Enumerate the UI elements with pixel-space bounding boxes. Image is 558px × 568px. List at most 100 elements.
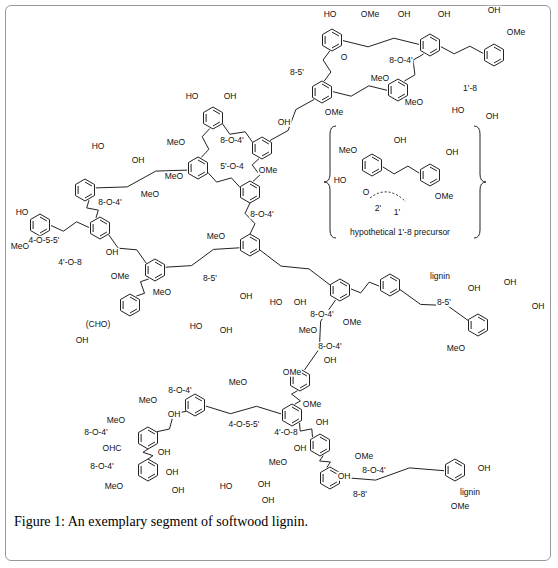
group-label: MeO (166, 138, 186, 147)
group-label: MeO (446, 344, 466, 353)
group-label: HO (15, 208, 30, 217)
group-label: OH (503, 278, 518, 287)
bond (365, 157, 379, 173)
bond (189, 157, 208, 179)
linkage-label: 4-O-5-5' (28, 236, 61, 245)
bond (383, 166, 419, 174)
linkage-label: 8-5' (202, 274, 218, 283)
group-label: MeO (338, 146, 358, 155)
group-label: OH (219, 326, 234, 335)
linkage-label: 5'-O-4 (219, 162, 244, 171)
brace (474, 126, 486, 238)
group-label: O (362, 188, 371, 197)
group-label: MeO (268, 458, 288, 467)
bond (241, 181, 260, 203)
group-label: lignin (459, 488, 481, 497)
linkage-label: 4-O-5-5' (228, 420, 261, 429)
bond (76, 179, 95, 201)
bond (260, 250, 330, 285)
group-label: MeO (164, 172, 184, 181)
group-label: OMe (302, 400, 322, 409)
bond (441, 46, 483, 54)
linkage-label: 8-O-4' (97, 198, 122, 207)
group-label: OH (157, 448, 172, 457)
bond (381, 274, 400, 296)
bond (315, 84, 329, 100)
bond (323, 51, 331, 81)
group-label: OH (105, 248, 120, 257)
bond (146, 259, 165, 281)
bond (204, 107, 223, 129)
group-label: OH (277, 118, 292, 127)
group-label: OH (261, 496, 276, 505)
linkage-label: 8-O-4' (167, 386, 192, 395)
bond (206, 406, 281, 414)
bond (331, 279, 350, 301)
group-label: OMe (282, 368, 302, 377)
group-label: OH (165, 468, 180, 477)
bond (191, 160, 205, 176)
bond (148, 262, 162, 278)
group-label: HO (333, 176, 348, 185)
bond (446, 459, 465, 481)
bond (241, 234, 260, 256)
bond (323, 29, 342, 51)
bond (333, 86, 387, 96)
group-label: MeO (298, 326, 318, 335)
group-label: OH (223, 92, 238, 101)
bond (208, 173, 240, 188)
group-label: OH (485, 112, 500, 121)
bond (206, 110, 220, 126)
bond (201, 129, 210, 158)
group-label: HO (451, 106, 466, 115)
bond (333, 282, 347, 298)
group-label: OH (397, 10, 412, 19)
linkage-label: 4'-O-8 (57, 258, 82, 267)
bond (139, 427, 158, 449)
bond (391, 82, 405, 98)
group-label: OH (171, 486, 186, 495)
bond (123, 297, 137, 313)
bond (188, 397, 202, 413)
bond (421, 164, 440, 186)
dashed-bond (370, 192, 406, 202)
bond (292, 391, 301, 405)
bond (121, 294, 140, 316)
bond (448, 462, 462, 478)
bond (141, 462, 155, 478)
bond (91, 217, 110, 239)
bond (243, 237, 257, 253)
bond (96, 170, 187, 188)
bond (313, 81, 332, 103)
bond (323, 470, 337, 486)
bond (341, 468, 444, 480)
group-label: OMe (360, 10, 380, 19)
linkage-label: 8-8' (352, 490, 368, 499)
linkage-label: 8-O-4' (388, 56, 413, 65)
bond (325, 32, 339, 48)
bond (400, 290, 468, 321)
group-label: HO (323, 10, 338, 19)
bond (283, 404, 302, 426)
bond (51, 222, 89, 231)
linkage-label: 4'-O-8 (273, 428, 298, 437)
bond (300, 423, 313, 437)
group-label: OMe (354, 452, 374, 461)
figure-caption: Figure 1: An exemplary segment of softwo… (14, 514, 544, 530)
linkage-label: 8-O-4' (361, 466, 386, 475)
group-label: OH (323, 356, 338, 365)
group-label: MeO (106, 416, 126, 425)
group-label: OMe (434, 192, 454, 201)
group-label: OH (393, 136, 408, 145)
linkage-label: 8-5' (436, 298, 452, 307)
linkage-label: 8-5' (289, 68, 305, 77)
group-label: MeO (404, 98, 424, 107)
group-label: lignin (429, 272, 451, 281)
group-label: MeO (140, 190, 160, 199)
bond (469, 314, 488, 336)
group-label: MeO (206, 232, 226, 241)
bond (421, 34, 440, 56)
group-label: OH (293, 298, 308, 307)
linkage-label: 1'-8 (462, 84, 478, 93)
group-label: OH (239, 292, 254, 301)
